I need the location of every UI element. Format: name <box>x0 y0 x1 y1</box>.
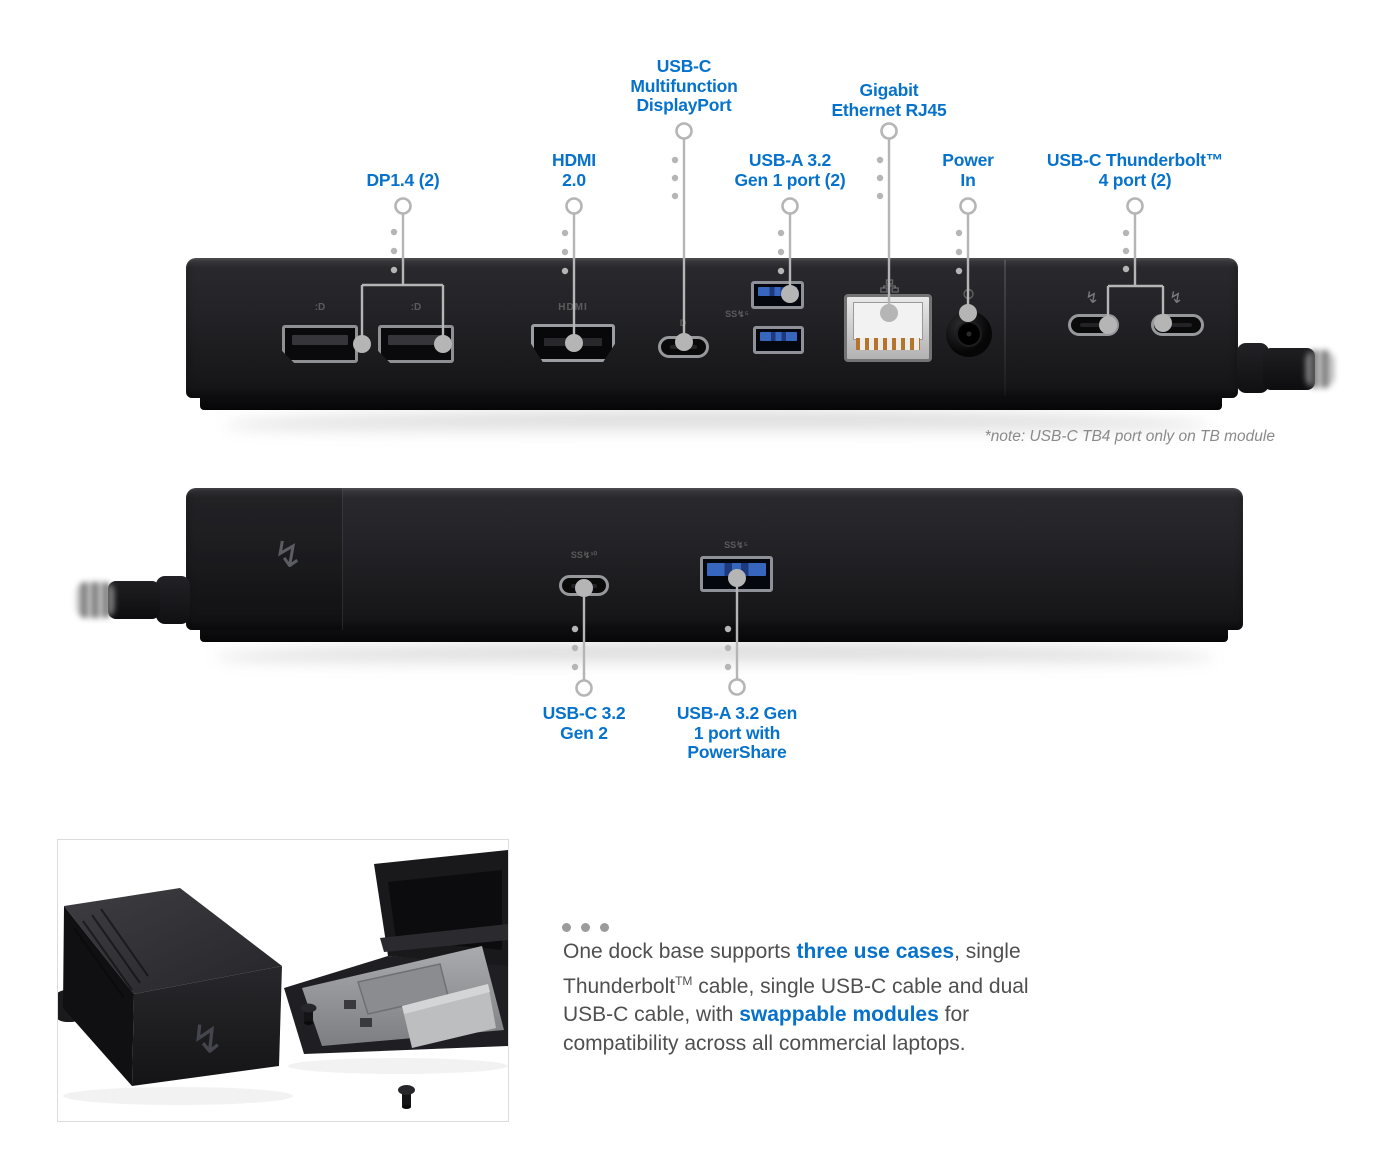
front-module-section <box>186 488 343 630</box>
front-cable-blur-end <box>76 582 114 618</box>
thunderbolt-port-1 <box>1068 314 1119 336</box>
front-cable <box>108 581 160 619</box>
module-screw-1 <box>300 1003 317 1025</box>
front-dock-base <box>200 626 1228 642</box>
dot <box>562 923 571 932</box>
displayport-port-2 <box>378 325 454 363</box>
usba-powershare-port <box>700 556 773 592</box>
usbc-mfdp-port <box>658 336 709 358</box>
rear-dock-reflection <box>225 412 1210 438</box>
superspeed-5-logo-icon: SS↯⁵ <box>725 309 749 319</box>
inset-description: One dock base supports three use cases, … <box>563 940 1029 1055</box>
power-in-icon <box>963 286 974 300</box>
displayport-port-1 <box>282 325 358 363</box>
callout-label-dp14: DP1.4 (2) <box>366 170 440 190</box>
front-cable-strain-relief <box>156 576 190 624</box>
usba-port-top <box>751 281 804 309</box>
dock-base-tray <box>284 850 508 1054</box>
module-thunderbolt-icon: ↯ <box>272 534 304 575</box>
superspeed-10-logo-icon: SS↯¹⁰ <box>570 550 598 560</box>
thunderbolt-port-2 <box>1151 314 1204 336</box>
displayport-logo-icon: :D <box>410 302 422 313</box>
tray-shadow <box>288 1058 508 1074</box>
module-screw-2 <box>398 1085 415 1109</box>
usba-port-bottom <box>753 326 804 354</box>
ethernet-network-icon <box>880 279 899 293</box>
swappable-module-image: ↯ <box>52 839 509 1122</box>
power-in-port <box>946 311 992 357</box>
hdmi-logo-icon: HDMI <box>558 302 588 313</box>
rear-dock-base <box>200 394 1222 410</box>
hdmi-port <box>531 324 615 362</box>
tb-module-note: *note: USB-C TB4 port only on TB module <box>984 428 1275 445</box>
rear-cable-blur-end <box>1306 350 1334 388</box>
thunderbolt-icon: ↯ <box>1169 290 1183 307</box>
superspeed-5-logo-icon: SS↯⁵ <box>724 540 748 550</box>
section-ellipsis-dots <box>562 923 609 932</box>
usbc-32-gen2-port <box>559 575 609 596</box>
module-shadow <box>63 1087 293 1105</box>
module-and-base-illustration: ↯ <box>52 850 508 1109</box>
thunderbolt-module-box: ↯ <box>52 888 282 1086</box>
displayport-logo-icon: :D <box>314 302 326 313</box>
dot <box>600 923 609 932</box>
dot <box>581 923 590 932</box>
thunderbolt-icon: ↯ <box>1085 290 1099 307</box>
front-dock-reflection <box>215 644 1215 670</box>
ethernet-rj45-port <box>844 294 932 362</box>
usbc-displayport-logo-icon: D <box>679 318 687 328</box>
module-thunderbolt-logo: ↯ <box>189 1016 226 1064</box>
rear-module-seam <box>1004 260 1006 396</box>
